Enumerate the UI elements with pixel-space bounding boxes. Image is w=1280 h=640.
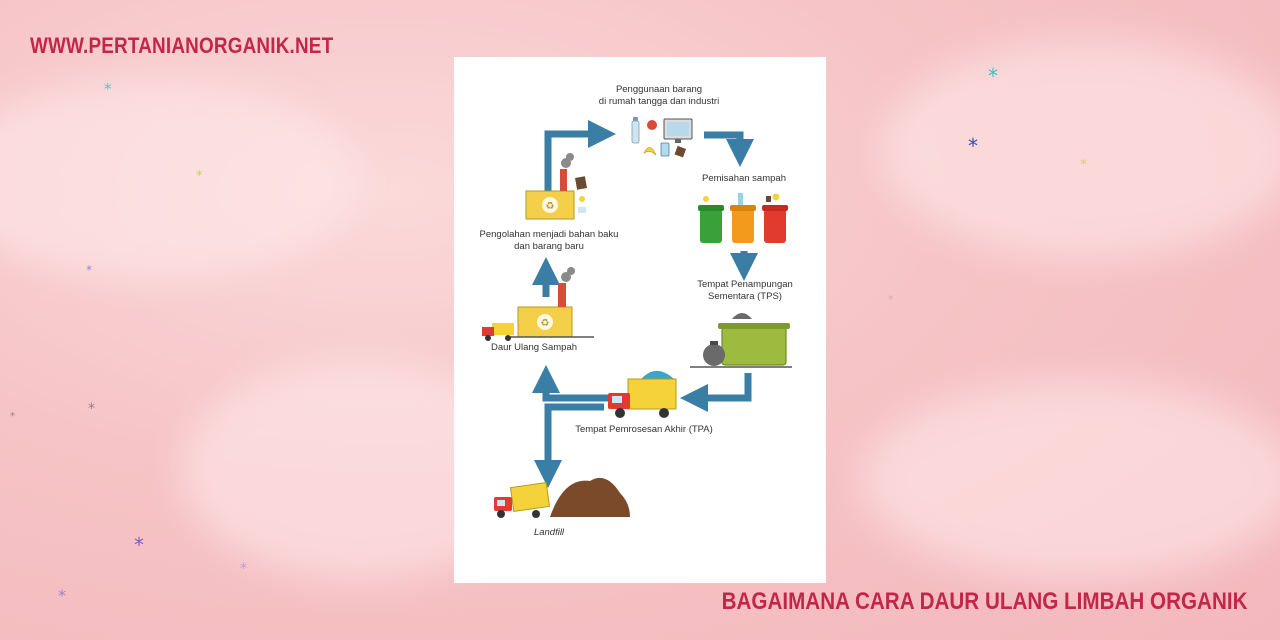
step-label-usage: Penggunaan barang di rumah tangga dan in… xyxy=(598,84,720,107)
sparkle-icon: * xyxy=(196,169,203,184)
sparkle-icon: * xyxy=(86,263,92,277)
step-label-tps: Tempat Penampungan Sementara (TPS) xyxy=(697,279,793,302)
sparkle-icon: * xyxy=(988,64,998,88)
sparkle-icon: * xyxy=(1080,157,1087,173)
arrow-factory-to-usage xyxy=(544,120,616,197)
step-label-processing: Pengolahan menjadi bahan baku dan barang… xyxy=(479,229,619,252)
page-title: BAGAIMANA CARA DAUR ULANG LIMBAH ORGANIK xyxy=(722,588,1248,615)
recycling-flow-diagram: ♻ ♻ xyxy=(482,117,792,518)
sorting-bins-icon xyxy=(698,193,788,243)
arrow-usage-to-sorting xyxy=(704,131,754,167)
sparkle-icon: * xyxy=(88,401,95,417)
arrow-tps-to-tpa xyxy=(680,373,752,412)
arrow-tpa-to-landfill xyxy=(534,403,604,488)
step-label-recycle: Daur Ulang Sampah xyxy=(490,342,578,353)
background-cloud xyxy=(880,40,1280,260)
svg-text:♻: ♻ xyxy=(541,318,550,329)
sparkle-icon: * xyxy=(134,533,144,557)
sparkle-icon: * xyxy=(58,586,66,605)
arrow-tpa-to-recycle xyxy=(532,365,610,402)
background-cloud xyxy=(0,80,360,280)
sparkle-icon: * xyxy=(888,293,894,306)
processing-factory-icon: ♻ xyxy=(525,153,587,220)
step-label-sorting: Pemisahan sampah xyxy=(702,173,786,184)
sparkle-icon: * xyxy=(10,411,15,422)
background-cloud xyxy=(860,380,1280,580)
diagram-panel: ♻ ♻ Penggu xyxy=(454,57,826,583)
sparkle-icon: * xyxy=(104,80,112,98)
step-label-landfill: Landfill xyxy=(533,527,565,538)
step-label-tpa: Tempat Pemrosesan Akhir (TPA) xyxy=(575,424,713,435)
sparkle-icon: * xyxy=(968,134,978,158)
sparkle-icon: * xyxy=(240,561,247,577)
recycling-factory-icon: ♻ xyxy=(482,267,594,341)
svg-text:♻: ♻ xyxy=(546,201,555,212)
site-url[interactable]: WWW.PERTANIANORGANIK.NET xyxy=(30,33,334,58)
tps-container-icon xyxy=(690,313,792,368)
landfill-icon xyxy=(494,477,630,518)
household-items-icon xyxy=(631,117,693,158)
tpa-truck-icon xyxy=(608,370,677,418)
flow-arrows xyxy=(532,120,758,488)
